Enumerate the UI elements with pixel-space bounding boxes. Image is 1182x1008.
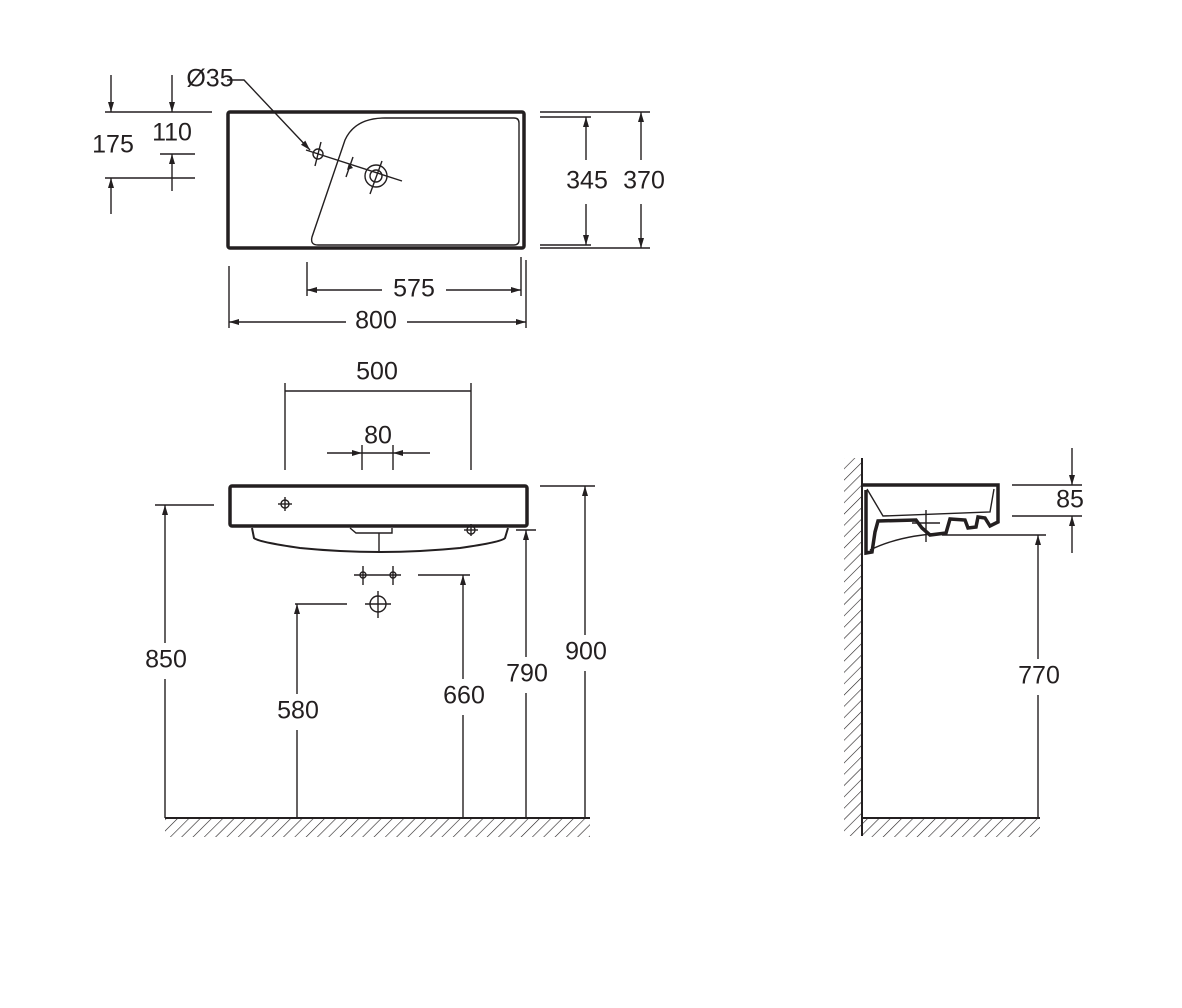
tap-hole-icon <box>364 160 388 195</box>
diameter-leader <box>227 79 311 151</box>
dim-660: 660 <box>443 682 485 710</box>
dim-80: 80 <box>364 422 392 450</box>
dim-800: 800 <box>355 307 397 335</box>
basin-profile <box>862 483 1000 556</box>
dim-575: 575 <box>393 275 435 303</box>
fixing-hole-icon <box>464 524 478 536</box>
bowl-underside <box>251 527 509 553</box>
supply-holes-icon <box>354 566 401 585</box>
side-view: 85 770 <box>844 448 1084 837</box>
dim-770: 770 <box>1018 662 1060 690</box>
diameter-label: Ø35 <box>186 65 233 93</box>
dim-370: 370 <box>623 167 665 195</box>
dim-345: 345 <box>566 167 608 195</box>
waste-outlet-icon <box>365 591 391 618</box>
floor-hatching <box>862 819 1040 837</box>
dim-85: 85 <box>1056 486 1084 514</box>
floor-hatching <box>165 819 590 837</box>
top-view: Ø35 175 110 345 370 575 800 <box>92 65 665 335</box>
front-view: 500 80 850 580 <box>145 358 607 837</box>
basin-outline-front <box>228 484 529 528</box>
wall-hatching <box>844 458 862 836</box>
basin-outline-top <box>226 110 526 250</box>
mark-icon <box>345 156 354 178</box>
dim-500: 500 <box>356 358 398 386</box>
bowl-outline <box>310 117 520 246</box>
overflow-hole-icon <box>305 141 403 182</box>
dim-580: 580 <box>277 697 319 725</box>
dim-850: 850 <box>145 646 187 674</box>
overflow-hole-icon <box>278 497 292 511</box>
dim-175: 175 <box>92 131 134 159</box>
dim-790: 790 <box>506 660 548 688</box>
dim-900: 900 <box>565 638 607 666</box>
dim-110: 110 <box>152 119 192 147</box>
